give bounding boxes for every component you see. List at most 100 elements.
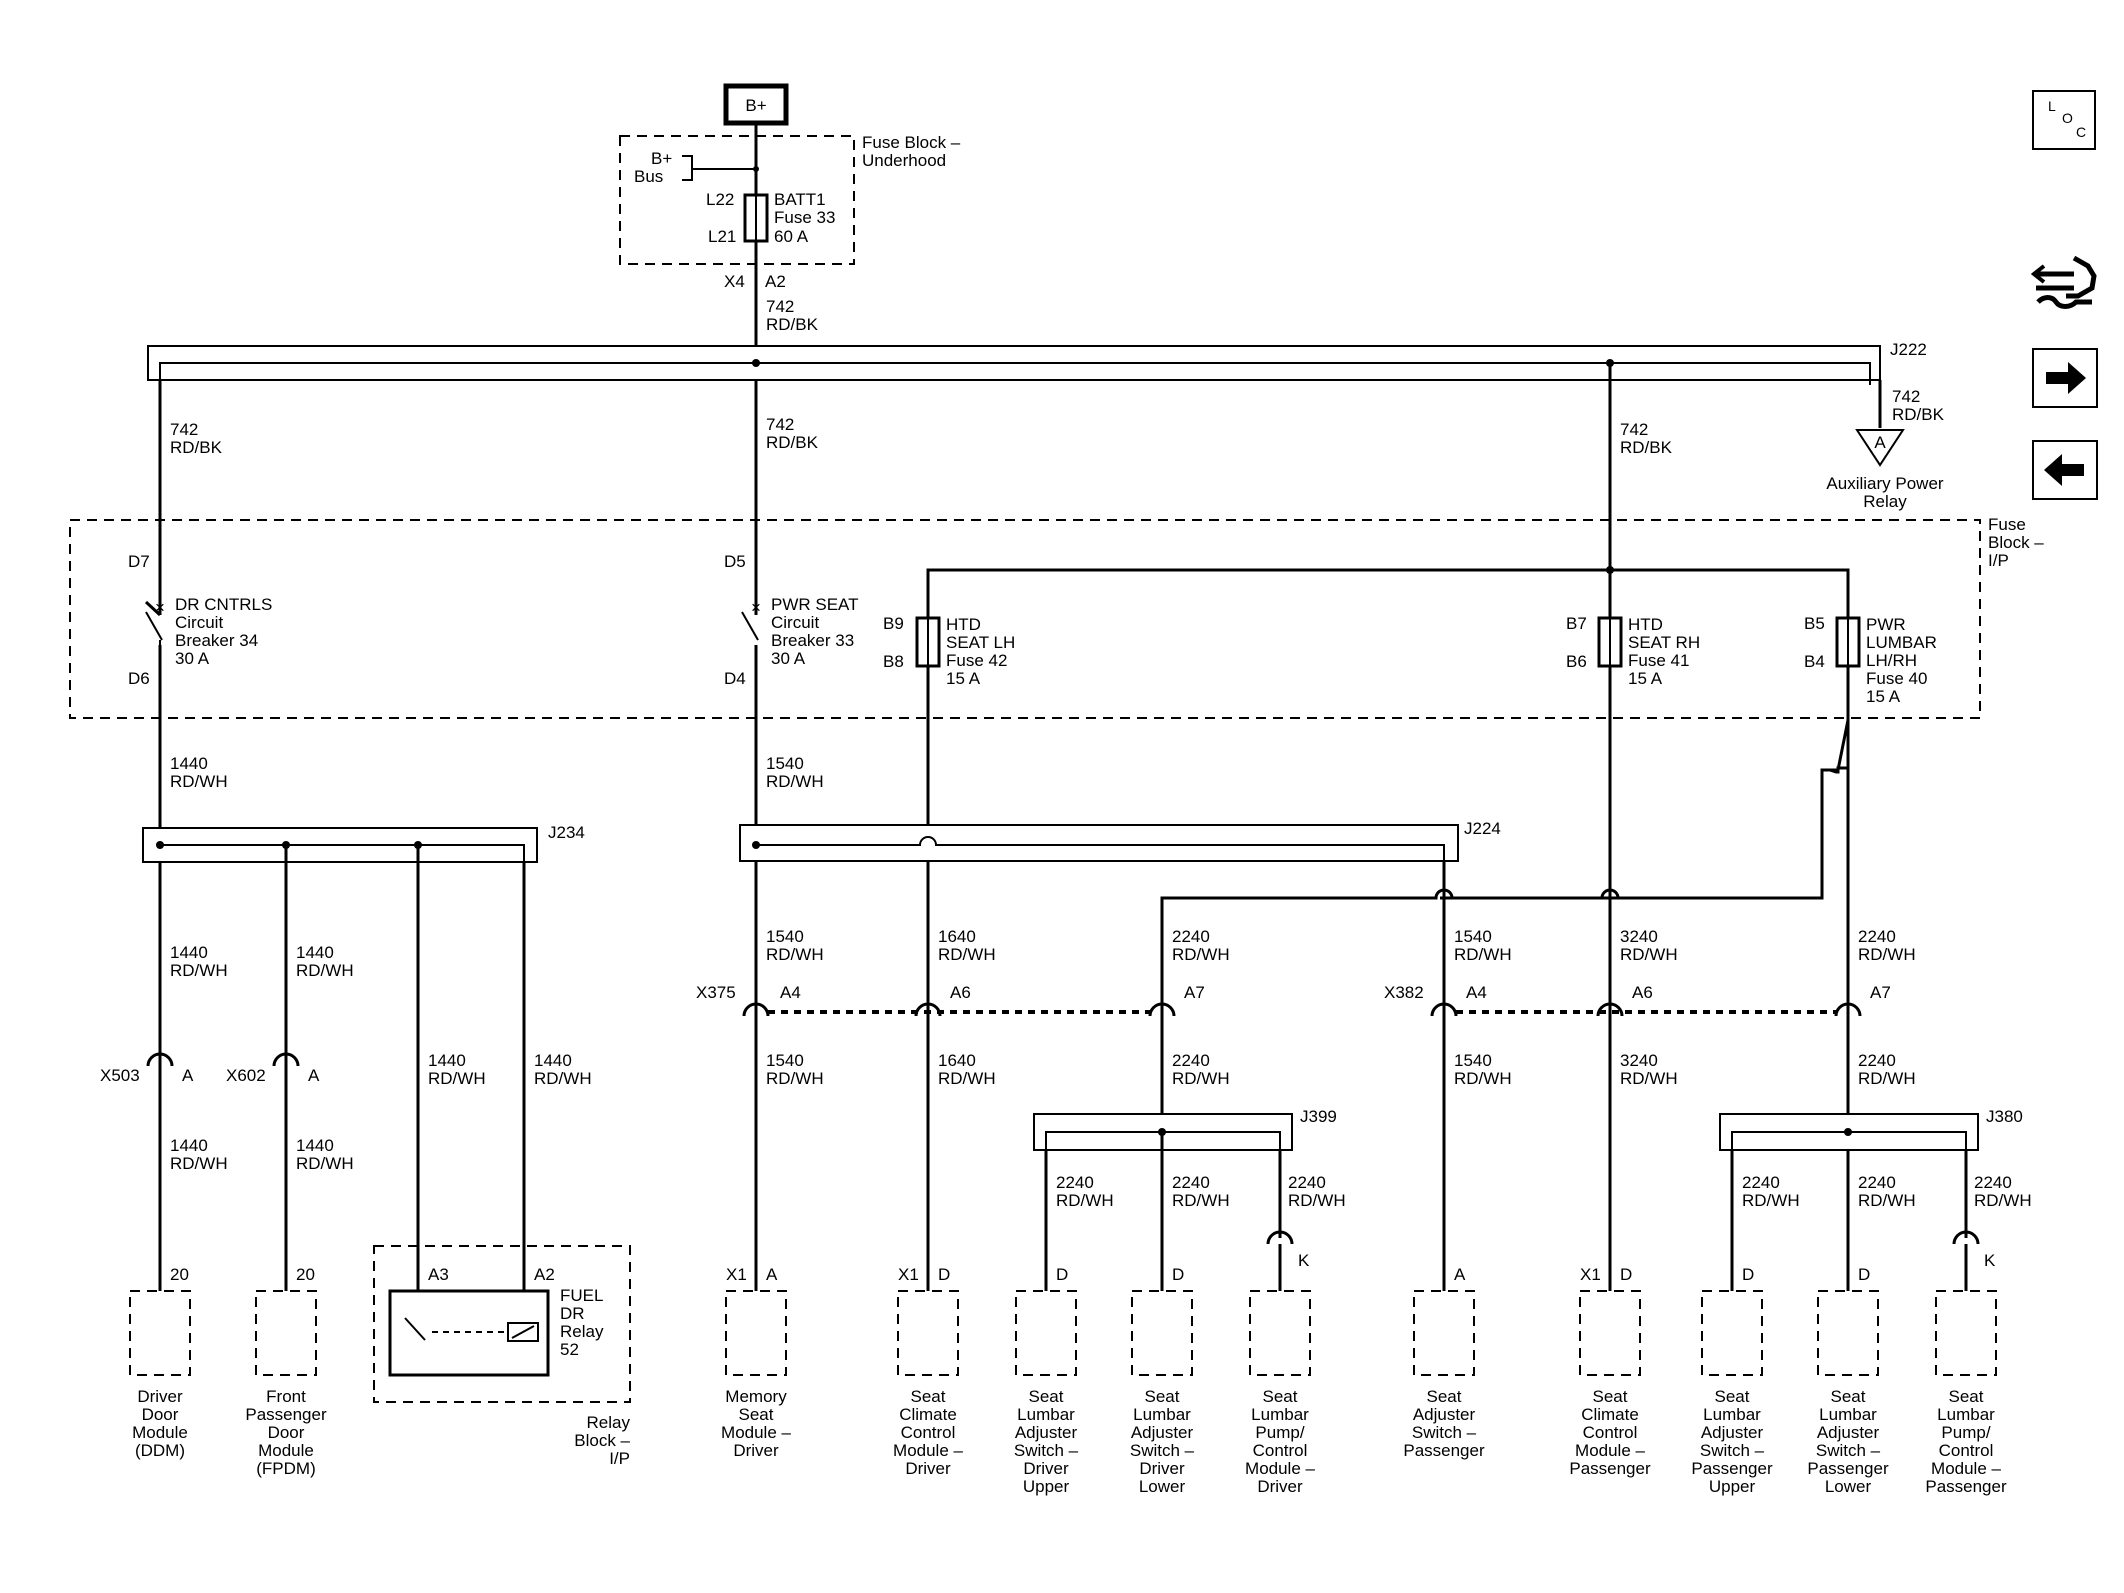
svg-text:A: A bbox=[1454, 1265, 1466, 1284]
fuse-41-label: HTD bbox=[1628, 615, 1663, 634]
svg-text:B9: B9 bbox=[883, 614, 904, 633]
module-label-fpdm: (FPDM) bbox=[256, 1459, 315, 1478]
svg-text:742: 742 bbox=[766, 297, 794, 316]
circuit-breaker-34-label: DR CNTRLS bbox=[175, 595, 272, 614]
svg-text:1540: 1540 bbox=[766, 1051, 804, 1070]
svg-text:B8: B8 bbox=[883, 652, 904, 671]
svg-text:RD/WH: RD/WH bbox=[1172, 1191, 1230, 1210]
svg-text:D7: D7 bbox=[128, 552, 150, 571]
svg-text:RD/BK: RD/BK bbox=[1892, 405, 1945, 424]
svg-text:2240: 2240 bbox=[1858, 1051, 1896, 1070]
module-label-lumbar_pl: Adjuster bbox=[1817, 1423, 1880, 1442]
splice-j224 bbox=[739, 824, 1459, 862]
module-label-memory: Memory bbox=[725, 1387, 787, 1406]
fuse-40-label: PWR bbox=[1866, 615, 1906, 634]
module-label-fpdm: Module bbox=[258, 1441, 314, 1460]
svg-text:Block –: Block – bbox=[574, 1431, 630, 1450]
fuse-block-ip bbox=[69, 519, 1981, 719]
module-label-fpdm: Door bbox=[268, 1423, 305, 1442]
module-label-pump_p: Seat bbox=[1949, 1387, 1984, 1406]
svg-text:B7: B7 bbox=[1566, 614, 1587, 633]
fuse-block-ip-title: Fuse bbox=[1988, 515, 2026, 534]
svg-text:A4: A4 bbox=[780, 983, 801, 1002]
module-box-climate_d bbox=[897, 1290, 959, 1376]
module-label-memory: Driver bbox=[733, 1441, 779, 1460]
module-label-climate_d: Control bbox=[901, 1423, 956, 1442]
svg-text:X602: X602 bbox=[226, 1066, 266, 1085]
module-label-pump_p: Control bbox=[1939, 1441, 1994, 1460]
harness-icon[interactable] bbox=[2030, 252, 2100, 324]
svg-text:Block –: Block – bbox=[1988, 533, 2044, 552]
module-label-pump_d: Pump/ bbox=[1255, 1423, 1304, 1442]
module-label-ddm: Module bbox=[132, 1423, 188, 1442]
location-button[interactable]: L O C bbox=[2032, 90, 2096, 150]
svg-text:X1: X1 bbox=[726, 1265, 747, 1284]
svg-text:L22: L22 bbox=[706, 190, 734, 209]
module-label-pump_d: Seat bbox=[1263, 1387, 1298, 1406]
svg-text:RD/WH: RD/WH bbox=[1742, 1191, 1800, 1210]
svg-text:RD/WH: RD/WH bbox=[170, 961, 228, 980]
svg-text:RD/WH: RD/WH bbox=[766, 1069, 824, 1088]
svg-text:RD/WH: RD/WH bbox=[1858, 1069, 1916, 1088]
module-label-lumbar_pl: Lumbar bbox=[1819, 1405, 1877, 1424]
splice-j380-label: J380 bbox=[1986, 1107, 2023, 1126]
module-box-pump_d bbox=[1249, 1290, 1311, 1376]
module-label-climate_p: Seat bbox=[1593, 1387, 1628, 1406]
relay-block-ip bbox=[373, 1245, 631, 1403]
svg-text:A: A bbox=[766, 1265, 778, 1284]
svg-text:B6: B6 bbox=[1566, 652, 1587, 671]
svg-text:RD/WH: RD/WH bbox=[534, 1069, 592, 1088]
svg-text:742: 742 bbox=[1892, 387, 1920, 406]
svg-text:SEAT LH: SEAT LH bbox=[946, 633, 1015, 652]
svg-text:Relay: Relay bbox=[560, 1322, 604, 1341]
module-label-lumbar_pu: Lumbar bbox=[1703, 1405, 1761, 1424]
svg-text:SEAT RH: SEAT RH bbox=[1628, 633, 1700, 652]
svg-text:I/P: I/P bbox=[1988, 551, 2009, 570]
svg-text:2240: 2240 bbox=[1742, 1173, 1780, 1192]
svg-text:1440: 1440 bbox=[296, 1136, 334, 1155]
module-label-lumbar_du: Driver bbox=[1023, 1459, 1069, 1478]
svg-text:A7: A7 bbox=[1184, 983, 1205, 1002]
splice-j234-label: J234 bbox=[548, 823, 585, 842]
svg-text:3240: 3240 bbox=[1620, 927, 1658, 946]
circuit-breaker-33-label: PWR SEAT bbox=[771, 595, 859, 614]
module-box-memory bbox=[725, 1290, 787, 1376]
module-label-climate_p: Passenger bbox=[1569, 1459, 1651, 1478]
svg-text:Breaker 33: Breaker 33 bbox=[771, 631, 854, 650]
svg-text:RD/WH: RD/WH bbox=[1620, 945, 1678, 964]
module-label-pump_d: Module – bbox=[1245, 1459, 1315, 1478]
module-label-lumbar_dl: Lower bbox=[1139, 1477, 1186, 1496]
module-box-lumbar_dl bbox=[1131, 1290, 1193, 1376]
svg-text:Bus: Bus bbox=[634, 167, 663, 186]
next-page-button[interactable] bbox=[2032, 348, 2098, 408]
loc-c: C bbox=[2076, 124, 2087, 140]
module-label-lumbar_du: Lumbar bbox=[1017, 1405, 1075, 1424]
loc-o: O bbox=[2062, 110, 2073, 126]
svg-text:Fuse 41: Fuse 41 bbox=[1628, 651, 1689, 670]
module-box-lumbar_pl bbox=[1817, 1290, 1879, 1376]
svg-text:52: 52 bbox=[560, 1340, 579, 1359]
svg-text:D: D bbox=[1172, 1265, 1184, 1284]
svg-text:D5: D5 bbox=[724, 552, 746, 571]
svg-text:RD/WH: RD/WH bbox=[938, 945, 996, 964]
svg-text:D: D bbox=[1858, 1265, 1870, 1284]
svg-text:I/P: I/P bbox=[609, 1449, 630, 1468]
svg-text:RD/BK: RD/BK bbox=[170, 438, 223, 457]
svg-text:A: A bbox=[1874, 433, 1886, 452]
svg-text:30 A: 30 A bbox=[771, 649, 806, 668]
svg-text:15 A: 15 A bbox=[1866, 687, 1901, 706]
module-box-fpdm bbox=[255, 1290, 317, 1376]
svg-text:D: D bbox=[938, 1265, 950, 1284]
previous-page-button[interactable] bbox=[2032, 440, 2098, 500]
module-label-lumbar_du: Adjuster bbox=[1015, 1423, 1078, 1442]
module-label-climate_d: Module – bbox=[893, 1441, 963, 1460]
module-label-adj_p: Seat bbox=[1427, 1387, 1462, 1406]
battery-source-label: B+ bbox=[745, 96, 766, 115]
module-label-climate_p: Control bbox=[1583, 1423, 1638, 1442]
module-label-lumbar_pl: Seat bbox=[1831, 1387, 1866, 1406]
svg-text:30 A: 30 A bbox=[175, 649, 210, 668]
module-label-lumbar_du: Upper bbox=[1023, 1477, 1070, 1496]
module-label-fpdm: Passenger bbox=[245, 1405, 327, 1424]
svg-text:A6: A6 bbox=[950, 983, 971, 1002]
svg-text:RD/WH: RD/WH bbox=[766, 945, 824, 964]
